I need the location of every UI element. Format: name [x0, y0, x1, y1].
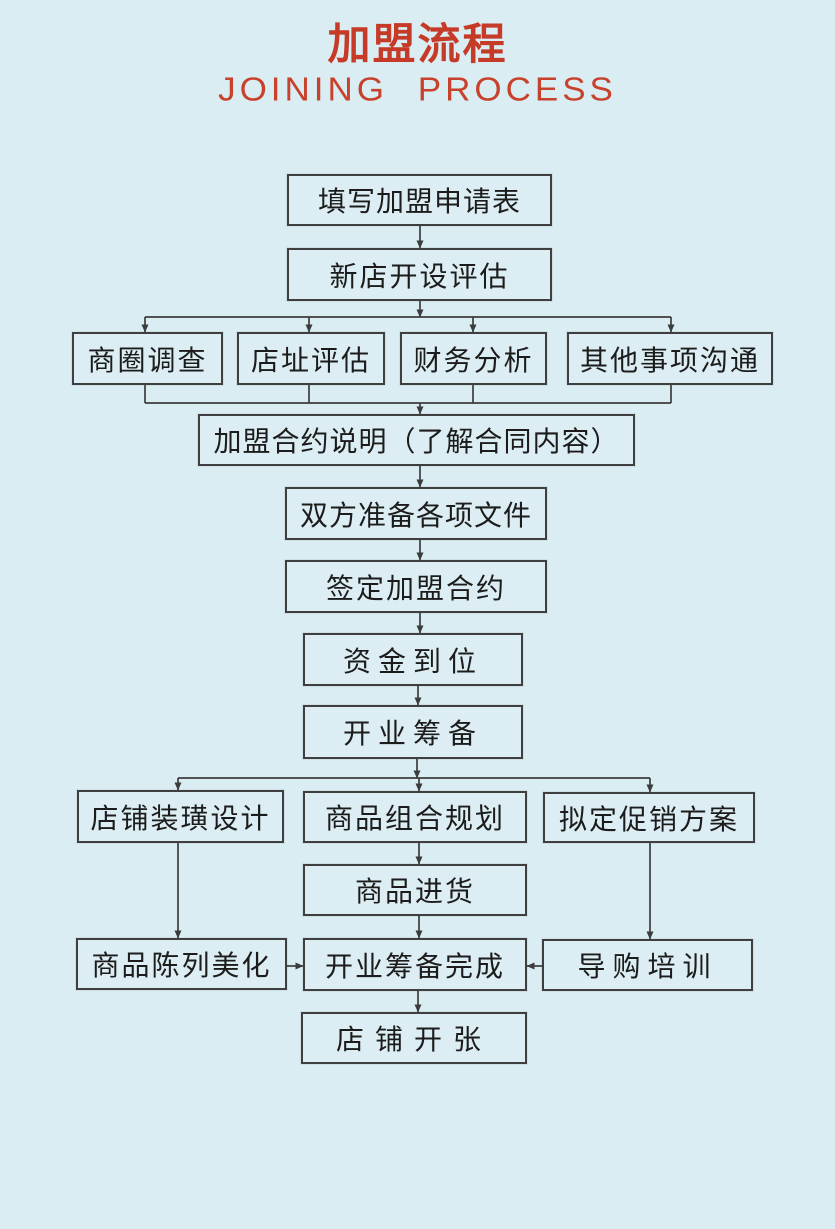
flow-node-product-purchasing: 商品进货	[303, 864, 527, 916]
page-title: 加盟流程	[327, 21, 508, 69]
flow-node-contract-explanation: 加盟合约说明（了解合同内容）	[198, 414, 635, 466]
flow-node-store-decoration-design: 店铺装璜设计	[77, 790, 284, 843]
flow-node-funds-in-place: 资金到位	[303, 633, 523, 686]
flow-node-store-opening: 店铺开张	[301, 1012, 527, 1064]
flow-node-financial-analysis: 财务分析	[400, 332, 547, 385]
page-subtitle: JOINING PROCESS	[218, 70, 617, 109]
flow-node-site-evaluation: 店址评估	[237, 332, 385, 385]
flow-node-sign-contract: 签定加盟合约	[285, 560, 547, 613]
flow-node-opening-prep-complete: 开业筹备完成	[303, 938, 527, 991]
flow-node-other-matters: 其他事项沟通	[567, 332, 773, 385]
flow-node-fill-application: 填写加盟申请表	[287, 174, 552, 226]
flow-node-guide-training: 导购培训	[542, 939, 753, 991]
flow-node-opening-preparation: 开业筹备	[303, 705, 523, 759]
flow-node-product-mix-planning: 商品组合规划	[303, 791, 527, 843]
flow-node-display-beautify: 商品陈列美化	[76, 938, 287, 990]
flow-node-trade-area-survey: 商圈调查	[72, 332, 223, 385]
flow-node-new-store-evaluation: 新店开设评估	[287, 248, 552, 301]
flow-node-promotion-plan: 拟定促销方案	[543, 792, 755, 843]
flow-node-prepare-documents: 双方准备各项文件	[285, 487, 547, 540]
